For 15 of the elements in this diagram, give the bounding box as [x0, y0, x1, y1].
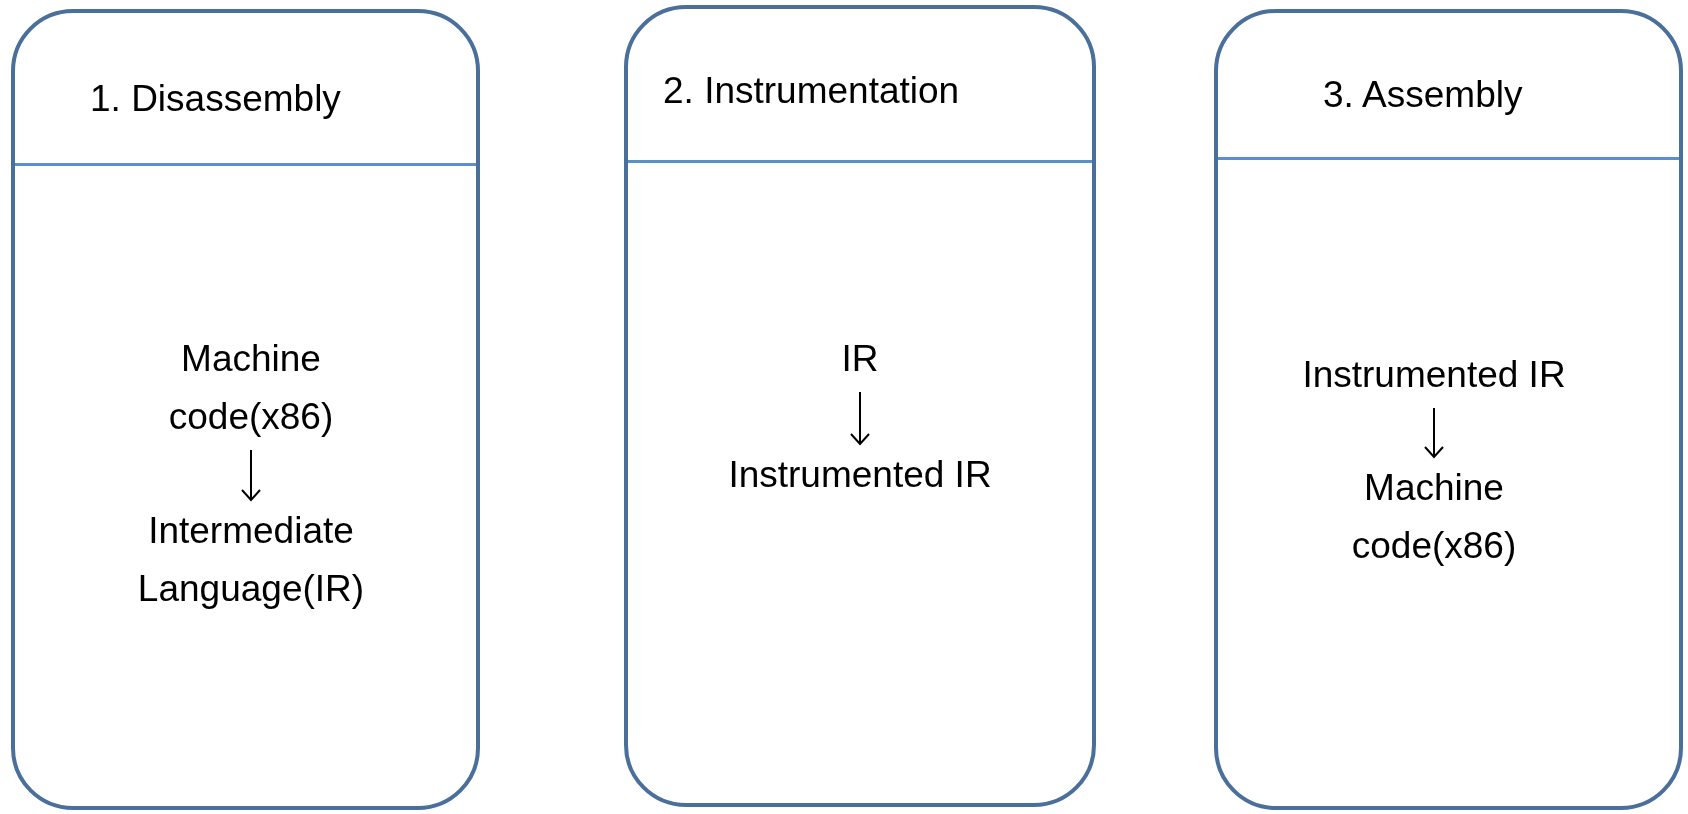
stage-title: 1. Disassembly [90, 77, 341, 121]
step-text: Instrumented IR [1244, 346, 1624, 404]
stage-title: 3. Assembly [1323, 73, 1523, 117]
process-box [11, 9, 480, 810]
process-box [624, 5, 1096, 807]
step-text: Machine code(x86) [1299, 459, 1569, 575]
arrow [850, 391, 870, 445]
step-text: Machine code(x86) [116, 330, 386, 446]
process-box [1214, 9, 1683, 810]
step-text: IR [725, 330, 995, 388]
step-text: Instrumented IR [670, 446, 1050, 504]
stage-title: 2. Instrumentation [663, 69, 960, 113]
arrow [241, 449, 261, 501]
step-text: Intermediate Language(IR) [116, 502, 386, 618]
arrow [1424, 407, 1444, 458]
